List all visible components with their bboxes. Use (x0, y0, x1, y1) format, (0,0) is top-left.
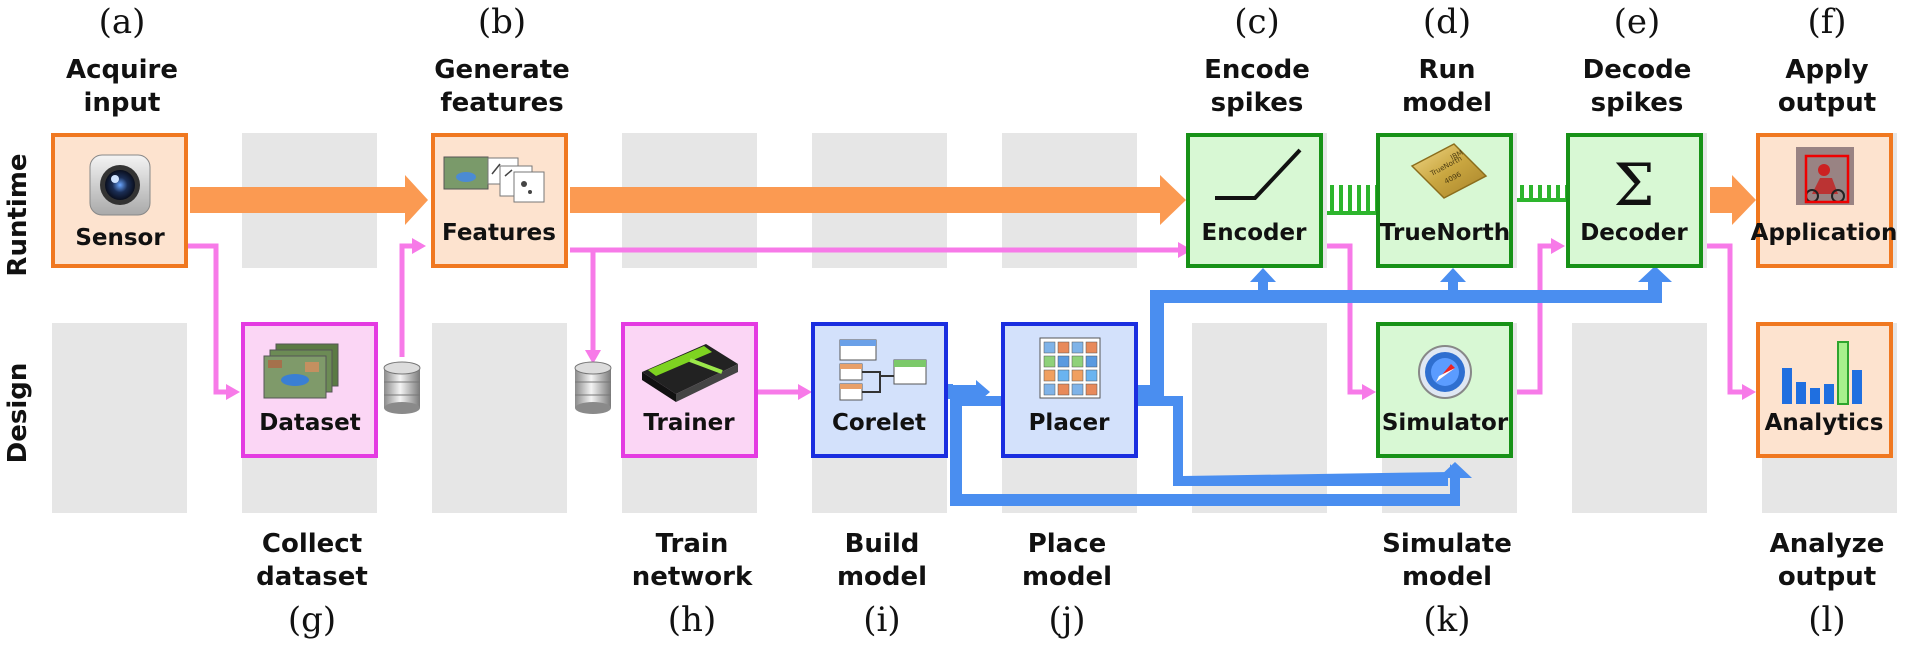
simulator-label: Simulator (1382, 410, 1509, 436)
col-e-letter: (e) (1613, 2, 1661, 42)
design-flow-lines (188, 243, 1742, 395)
col-j-letter: (j) (1048, 600, 1086, 640)
placement-grid-cell (1071, 355, 1084, 368)
application-label: Application (1751, 220, 1898, 246)
placement-grid-cell (1085, 341, 1098, 354)
col-b-letter: (b) (477, 2, 527, 42)
dataset-label: Dataset (259, 410, 360, 436)
truenorth-label: TrueNorth (1380, 220, 1510, 246)
placer-box: Placer (1001, 322, 1138, 458)
database-icon (383, 361, 421, 414)
corelet-blocks-icon (839, 339, 927, 401)
detection-image-icon (1796, 147, 1854, 205)
placement-grid-cell (1043, 369, 1056, 382)
simulator-box: Simulator (1376, 322, 1513, 458)
placement-grid-cell (1071, 383, 1084, 396)
col-d-letter: (d) (1422, 2, 1472, 42)
corelet-label: Corelet (832, 410, 926, 436)
sensor-label: Sensor (75, 225, 165, 251)
placement-grid-cell (1071, 369, 1084, 382)
corelet-box: Corelet (811, 322, 948, 458)
placer-to-runtime-arrows (1137, 266, 1672, 399)
chip-icon: IBM TrueNorth 4096 (1410, 143, 1488, 199)
col-i-letter: (i) (863, 600, 901, 640)
placement-grid-cell (1085, 369, 1098, 382)
bar-chart-icon (1782, 341, 1862, 405)
placement-grid-cell (1071, 341, 1084, 354)
application-box: Application (1751, 133, 1898, 268)
features-box: Features (431, 133, 568, 268)
analytics-label: Analytics (1765, 410, 1884, 436)
gpu-card-icon (642, 344, 738, 402)
sensor-box: Sensor (51, 133, 188, 268)
runtime-data-arrows (190, 175, 1756, 225)
sum-symbol-icon: Σ (1613, 151, 1654, 219)
placement-grid-cell (1085, 383, 1098, 396)
encoder-label: Encoder (1202, 220, 1308, 246)
design-flow-arrowheads (226, 238, 1756, 400)
col-c-letter: (c) (1234, 2, 1280, 42)
col-f-letter: (f) (1807, 2, 1847, 42)
placer-label: Placer (1029, 410, 1110, 436)
decoder-box: Σ Decoder (1566, 133, 1703, 268)
col-g-letter: (g) (287, 600, 337, 640)
placement-grid-cell (1057, 355, 1070, 368)
placement-grid-cell (1043, 355, 1056, 368)
col-l-letter: (l) (1808, 600, 1846, 640)
camera-icon (89, 154, 151, 216)
analytics-box: Analytics (1756, 322, 1893, 458)
model-deploy-arrows (947, 384, 1460, 486)
placement-grid-cell (1057, 341, 1070, 354)
col-a-letter: (a) (98, 2, 146, 42)
feature-maps-icon (443, 156, 545, 203)
dataset-box: Dataset (241, 322, 378, 458)
col-k-letter: (k) (1423, 600, 1471, 640)
placement-grid-cells (1043, 341, 1098, 396)
compass-icon (1418, 345, 1472, 399)
placement-grid-cell (1043, 341, 1056, 354)
features-label: Features (442, 220, 556, 246)
ramp-function-icon (1215, 148, 1302, 200)
encoder-box: Encoder (1186, 133, 1323, 268)
placement-grid-cell (1057, 383, 1070, 396)
database-icon (574, 361, 612, 414)
truenorth-box: IBM TrueNorth 4096 TrueNorth (1376, 133, 1513, 268)
trainer-box: Trainer (621, 322, 758, 458)
trainer-label: Trainer (643, 410, 735, 436)
placement-grid-cell (1043, 383, 1056, 396)
placement-grid-cell (1057, 369, 1070, 382)
placement-grid-cell (1085, 355, 1098, 368)
decoder-label: Decoder (1580, 220, 1688, 246)
col-h-letter: (h) (667, 600, 717, 640)
image-stack-icon (263, 343, 339, 399)
